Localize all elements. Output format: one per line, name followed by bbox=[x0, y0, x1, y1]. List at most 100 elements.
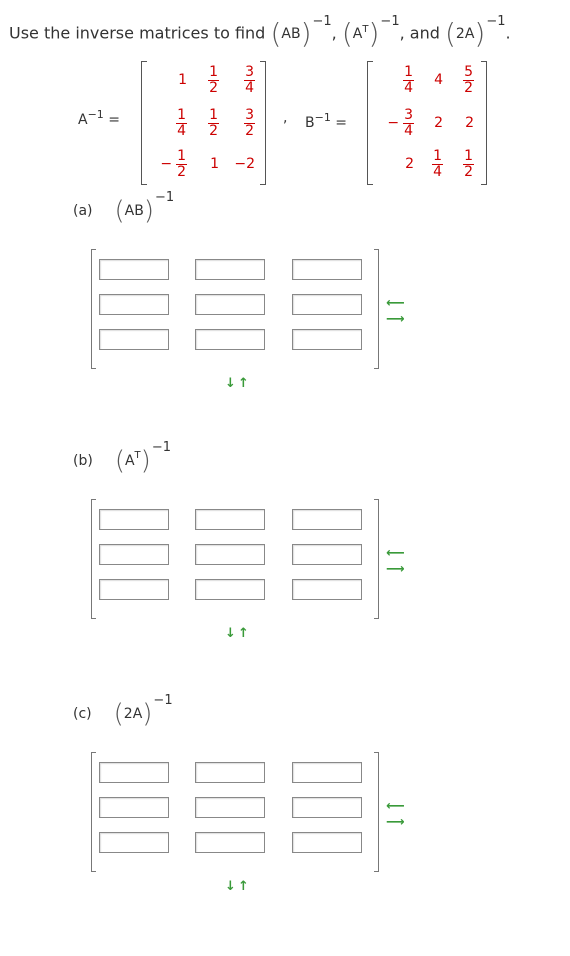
part-expression: (AT)−1 bbox=[114, 440, 171, 476]
matrix-entry: 2 bbox=[405, 148, 414, 180]
matrix-entry-input[interactable] bbox=[195, 544, 265, 565]
denominator: 4 bbox=[433, 163, 442, 180]
matrix-entry-input[interactable] bbox=[195, 329, 265, 350]
matrix-a-label: A−1 = bbox=[78, 108, 120, 128]
matrix-entry-input[interactable] bbox=[99, 509, 169, 530]
left-paren: ( bbox=[114, 446, 125, 476]
remove-row-arrow-icon[interactable]: ↑ bbox=[238, 626, 249, 641]
numerator: 3 bbox=[244, 63, 255, 81]
matrix-entry-input[interactable] bbox=[292, 762, 362, 783]
whole-number: 2 bbox=[465, 115, 474, 131]
matrix-entry-input[interactable] bbox=[195, 797, 265, 818]
denominator: 2 bbox=[209, 79, 218, 96]
expression-inner: AB bbox=[124, 203, 144, 219]
matrix-entry-input[interactable] bbox=[292, 832, 362, 853]
matrix-entry-input[interactable] bbox=[292, 544, 362, 565]
remove-column-arrow-icon[interactable]: ⟵ bbox=[386, 296, 405, 311]
matrix-entry-input[interactable] bbox=[99, 294, 169, 315]
remove-column-arrow-icon[interactable]: ⟵ bbox=[386, 799, 405, 814]
matrix-entry-input[interactable] bbox=[99, 329, 169, 350]
remove-row-arrow-icon[interactable]: ↑ bbox=[238, 879, 249, 894]
matrix-entry-input[interactable] bbox=[292, 329, 362, 350]
numerator: 1 bbox=[403, 63, 414, 81]
matrix-entry-input[interactable] bbox=[99, 832, 169, 853]
answer-left-bracket bbox=[91, 249, 96, 369]
left-paren: ( bbox=[114, 196, 125, 226]
right-paren: ) bbox=[143, 196, 155, 226]
answer-left-bracket bbox=[91, 499, 96, 619]
prompt-text: Use the inverse matrices to find bbox=[9, 23, 266, 43]
minus-sign: − bbox=[387, 115, 400, 131]
expression-inner: A bbox=[124, 453, 135, 469]
matrix-entry-input[interactable] bbox=[99, 259, 169, 280]
numerator: 5 bbox=[463, 63, 474, 81]
matrix-entry-input[interactable] bbox=[292, 259, 362, 280]
denominator: 2 bbox=[464, 163, 473, 180]
matrix-entry-input[interactable] bbox=[195, 259, 265, 280]
expr-2a-inverse: (2A)−1 bbox=[444, 13, 506, 50]
matrix-entry-input[interactable] bbox=[99, 579, 169, 600]
answer-right-bracket bbox=[374, 752, 379, 872]
numerator: 3 bbox=[244, 106, 255, 124]
part-header: (c)(2A)−1 bbox=[73, 693, 173, 729]
whole-number: 2 bbox=[405, 156, 414, 172]
matrix-entry-input[interactable] bbox=[195, 832, 265, 853]
numerator: 1 bbox=[176, 106, 187, 124]
matrix-entry-input[interactable] bbox=[292, 509, 362, 530]
left-paren: ( bbox=[270, 17, 282, 50]
matrix-entry-input[interactable] bbox=[195, 294, 265, 315]
matrix-entry: 2 bbox=[434, 107, 443, 139]
add-row-arrow-icon[interactable]: ↓ bbox=[225, 376, 236, 391]
remove-row-arrow-icon[interactable]: ↑ bbox=[238, 376, 249, 391]
minus-sign: − bbox=[160, 156, 173, 172]
matrix-entry-input[interactable] bbox=[292, 797, 362, 818]
matrix-entry: 2 bbox=[465, 107, 474, 139]
numerator: 1 bbox=[463, 147, 474, 165]
add-column-arrow-icon[interactable]: ⟶ bbox=[386, 815, 405, 830]
matrix-a-right-bracket bbox=[260, 61, 266, 185]
remove-column-arrow-icon[interactable]: ⟵ bbox=[386, 546, 405, 561]
answer-right-bracket bbox=[374, 499, 379, 619]
matrix-entry-input[interactable] bbox=[195, 762, 265, 783]
whole-number: 1 bbox=[178, 72, 187, 88]
add-column-arrow-icon[interactable]: ⟶ bbox=[386, 312, 405, 327]
inverse-exponent: −1 bbox=[155, 190, 175, 205]
transpose-mark: T bbox=[134, 450, 141, 461]
part-label: (b) bbox=[73, 453, 93, 469]
matrix-entry-input[interactable] bbox=[195, 509, 265, 530]
matrix-entry-input[interactable] bbox=[99, 544, 169, 565]
matrix-entry-input[interactable] bbox=[292, 294, 362, 315]
part-header: (a)(AB)−1 bbox=[73, 190, 175, 226]
add-column-arrow-icon[interactable]: ⟶ bbox=[386, 562, 405, 577]
part-expression: (AB)−1 bbox=[114, 190, 175, 226]
matrix-entry-input[interactable] bbox=[99, 797, 169, 818]
denominator: 4 bbox=[404, 122, 413, 139]
numerator: 1 bbox=[208, 63, 219, 81]
add-row-arrow-icon[interactable]: ↓ bbox=[225, 626, 236, 641]
prompt-line: Use the inverse matrices to find (AB)−1 … bbox=[9, 13, 511, 50]
right-paren: ) bbox=[142, 699, 153, 729]
matrix-entry-input[interactable] bbox=[99, 762, 169, 783]
right-paren: ) bbox=[300, 17, 312, 50]
add-row-arrow-icon[interactable]: ↓ bbox=[225, 879, 236, 894]
whole-number: 4 bbox=[434, 72, 443, 88]
matrix-entry-input[interactable] bbox=[292, 579, 362, 600]
numerator: 3 bbox=[403, 106, 414, 124]
matrix-a-left-bracket bbox=[141, 61, 147, 185]
matrix-entry-input[interactable] bbox=[195, 579, 265, 600]
part-expression: (2A)−1 bbox=[114, 693, 173, 729]
matrix-entry: 1 bbox=[210, 148, 219, 180]
